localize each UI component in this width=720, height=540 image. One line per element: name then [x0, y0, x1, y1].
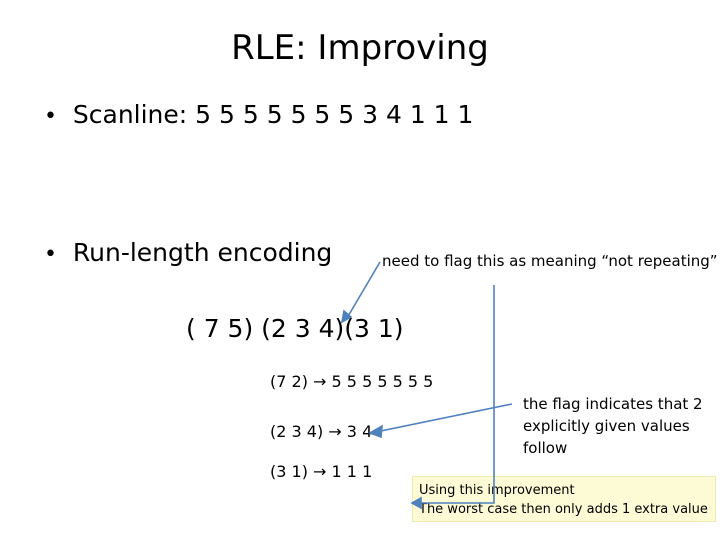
- decode-result: 3 4: [346, 422, 373, 441]
- flag-note-top: need to flag this as meaning “not repeat…: [382, 252, 718, 270]
- arrow-right-icon: →: [328, 422, 342, 441]
- decode-result: 5 5 5 5 5 5 5: [331, 372, 434, 391]
- decode-row: (2 3 4) → 3 4: [270, 422, 372, 441]
- flag-note-side: the flag indicates that 2 explicitly giv…: [523, 395, 703, 457]
- callout-line: The worst case then only adds 1 extra va…: [419, 502, 708, 517]
- arrow-right-icon: →: [313, 462, 327, 481]
- decode-code: (7 2): [270, 372, 308, 391]
- decode-result: 1 1 1: [331, 462, 373, 481]
- callout-line: Using this improvement: [419, 483, 575, 498]
- connector-flag-to-row: [375, 403, 513, 433]
- bullet-dot: •: [44, 104, 57, 129]
- connector-note-to-flag: [412, 285, 495, 504]
- decode-row: (3 1) → 1 1 1: [270, 462, 372, 481]
- encoded-sequence: ( 7 5) (2 3 4)(3 1): [186, 314, 404, 343]
- bullet-rle: • Run-length encoding: [44, 238, 332, 267]
- decode-row: (7 2) → 5 5 5 5 5 5 5: [270, 372, 433, 391]
- bullet-scanline-text: Scanline: 5 5 5 5 5 5 5 3 4 1 1 1: [72, 100, 474, 129]
- connector-note-to-seven: [346, 261, 381, 319]
- callout-box: Using this improvement The worst case th…: [412, 476, 716, 522]
- bullet-rle-text: Run-length encoding: [72, 238, 333, 267]
- slide-title: RLE: Improving: [231, 28, 489, 68]
- decode-code: (3 1): [270, 462, 308, 481]
- arrow-right-icon: →: [313, 372, 327, 391]
- decode-code: (2 3 4): [270, 422, 324, 441]
- bullet-dot: •: [44, 242, 57, 267]
- bullet-scanline: • Scanline: 5 5 5 5 5 5 5 3 4 1 1 1: [44, 100, 473, 129]
